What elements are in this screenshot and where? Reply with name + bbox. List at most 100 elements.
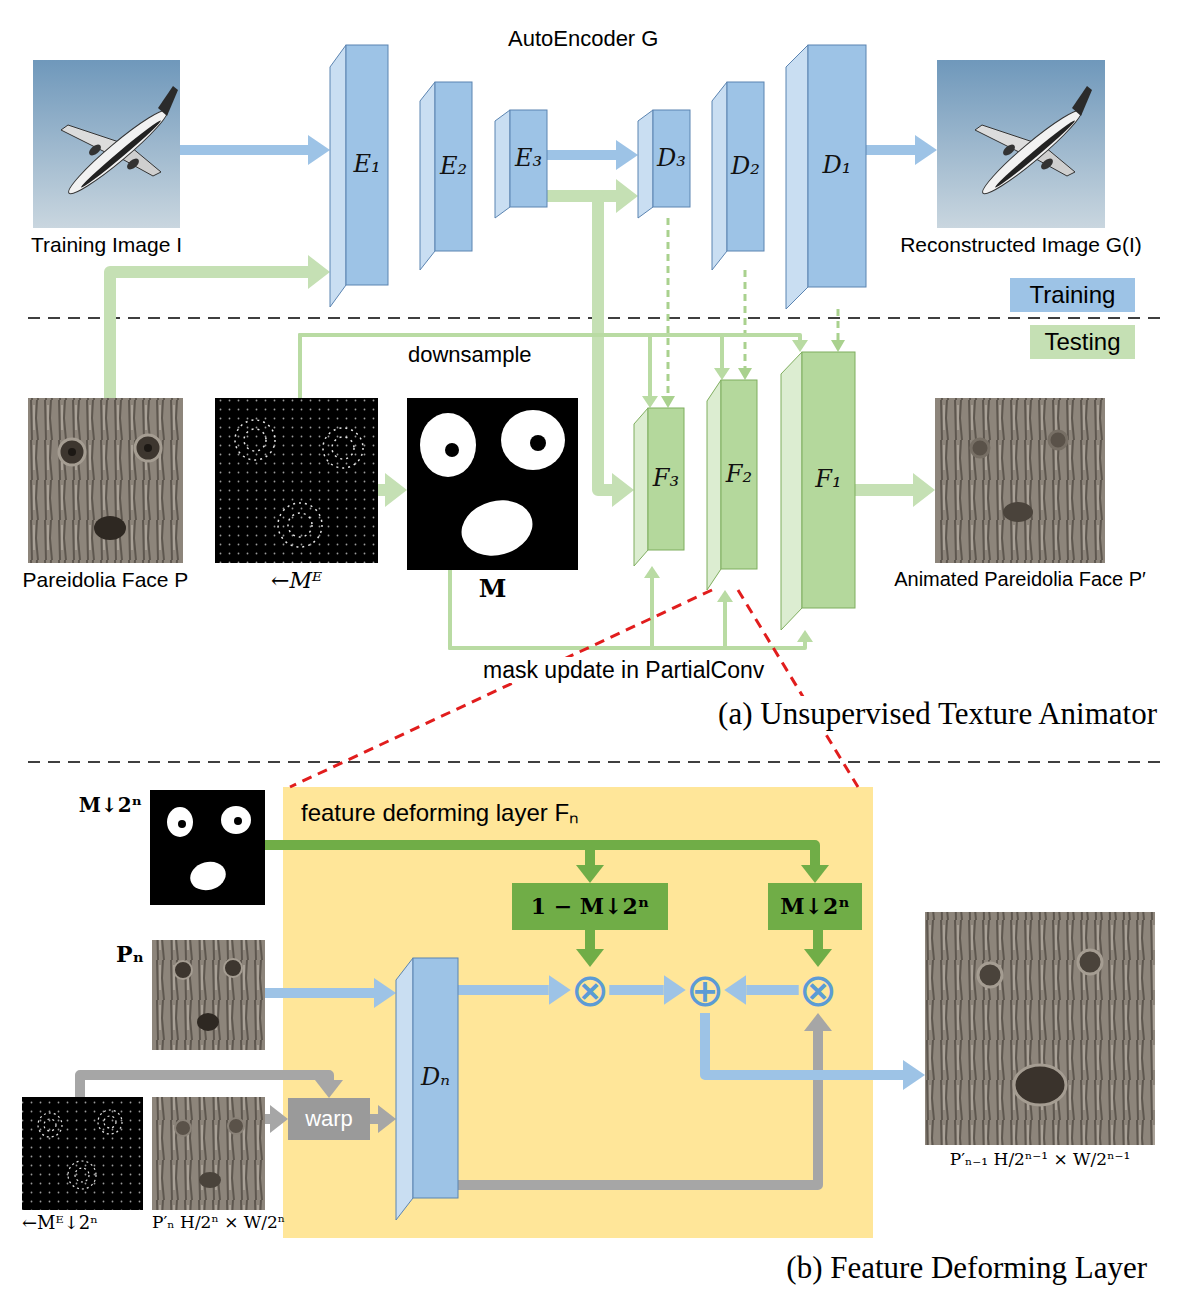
motion-field [215,398,378,563]
flow-arrow [547,196,612,490]
image-panel: Animated Pareidolia Face P′ [935,398,1105,563]
operation-box: 1 − M↓2ⁿ [512,883,668,930]
subfigure-caption: (b) Feature Deforming Layer [783,1250,1150,1286]
flow-arrow [837,309,840,340]
block-side-face [638,110,653,218]
legend-swatch: Training [1010,278,1135,312]
image-caption: ←Mᴱ↓2ⁿ [22,1213,98,1234]
block-label: F₁ [815,466,841,494]
operation-label: M↓2ⁿ [780,894,850,919]
airplane-photo [61,86,178,200]
image-panel: Training Image I [33,60,180,228]
bark-photo [1078,950,1102,974]
bark-photo [152,1097,265,1210]
subfigure-caption: (a) Unsupervised Texture Animator [715,696,1160,732]
block-front-face [802,352,855,608]
face-mask [150,790,265,905]
legend-swatch: Testing [1030,325,1135,359]
bark-photo [28,398,183,563]
block-side-face [420,82,435,270]
bark-photo [152,940,265,1050]
operator-glyph: ⊗ [571,967,610,1013]
block-side-face [396,958,413,1220]
block-front-face [648,408,684,550]
bark-photo [152,940,265,1050]
bark-photo [1014,1065,1066,1105]
bark-photo [135,435,161,461]
face-mask [150,790,265,905]
network-layer-block: E₃ [495,110,547,218]
network-layer-block: E₂ [420,82,472,270]
flow-arrow [855,484,913,496]
operation-label: 1 − M↓2ⁿ [531,894,650,919]
face-mask [445,443,459,457]
block-side-face [634,408,648,566]
block-side-face [707,380,721,590]
block-label: D₃ [657,145,686,173]
block-label: F₂ [726,461,752,489]
airplane-photo [33,60,180,228]
flow-arrow [370,1114,378,1124]
panel-heading: feature deforming layer Fₙ [301,799,579,827]
block-front-face [346,45,388,285]
motion-field [44,1119,56,1131]
operator-symbol: ⊗ [799,967,838,1013]
network-layer-block: D₃ [638,110,690,218]
flow-arrow [609,985,663,995]
flow-arrow [300,335,650,398]
bark-photo [174,961,192,979]
face-mask [187,858,229,894]
flow-arrow [300,335,722,398]
flow-arrow [180,145,308,155]
airplane-photo [33,60,180,228]
image-panel: Pₙ [152,940,265,1050]
bark-photo [197,1013,219,1031]
image-panel: Reconstructed Image G(I) [937,60,1105,228]
legend-text: Testing [1044,328,1120,356]
motion-field [38,1113,62,1137]
face-mask [455,493,539,564]
image-panel: P′ₙ H/2ⁿ × W/2ⁿ [152,1097,265,1210]
block-label: D₁ [823,152,852,180]
airplane-photo [937,60,1105,228]
layer-panel: feature deforming layer Fₙ1 − M↓2ⁿM↓2ⁿDₙ… [283,787,873,1238]
image-caption: M↓2ⁿ [79,794,142,817]
flow-arrow [265,845,815,865]
motion-field [75,1168,89,1182]
bark-photo [199,1172,221,1188]
operator-glyph: ⊕ [686,967,725,1013]
motion-field [98,1110,122,1134]
motion-field [68,1161,96,1189]
block-side-face [786,45,808,309]
bark-photo [935,398,1105,563]
bark-photo [175,1120,191,1136]
bark-photo [978,963,1002,987]
network-layer-block: D₂ [712,82,764,270]
bark-photo [59,439,85,465]
block-side-face [495,110,510,218]
motion-field [215,398,378,563]
zoom-guide-line [738,590,858,787]
flow-arrow [450,570,652,648]
block-front-face [721,380,757,569]
network-layer-block: F₃ [634,408,684,566]
face-mask [178,820,186,828]
bark-photo [228,1118,244,1134]
face-mask [221,806,251,834]
image-panel: ←Mᴱ [215,398,378,563]
annotation-label: mask update in PartialConv [480,657,767,683]
bark-photo [28,398,183,563]
bark-photo [152,1097,265,1210]
image-panel: P′ₙ₋₁ H/2ⁿ⁻¹ × W/2ⁿ⁻¹ [925,912,1155,1145]
motion-field [235,420,275,460]
block-front-face [510,110,547,207]
bark-photo [144,444,152,452]
flow-arrow [458,1031,818,1185]
flow-arrow [110,272,308,398]
section-divider [28,761,1165,763]
block-side-face [330,45,346,307]
flow-arrow [585,930,595,949]
image-caption: Reconstructed Image G(I) [900,233,1142,257]
